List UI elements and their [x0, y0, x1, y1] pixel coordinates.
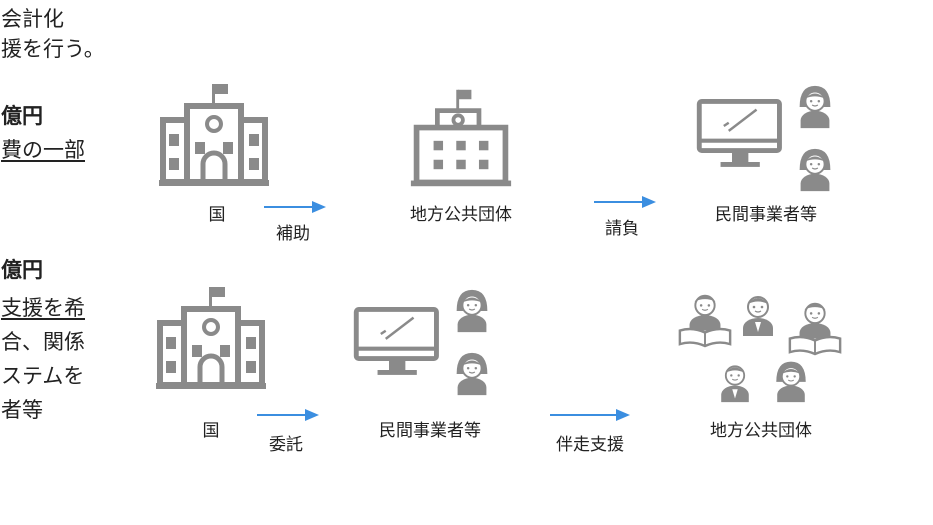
left-text-fragment-1: 会計化: [1, 7, 64, 31]
building-office-icon: [405, 86, 517, 190]
left-text-fragment-7: 合、関係: [1, 330, 85, 354]
person-female-icon: [791, 82, 839, 130]
node-label-country: 国: [202, 421, 220, 441]
person-female-icon: [768, 358, 814, 404]
person-female-icon: [791, 145, 839, 193]
person-male-icon: [733, 288, 783, 338]
arrow-right-icon: [257, 409, 319, 421]
arrow-right-icon: [550, 409, 630, 421]
arrow-label-contract: 請負: [605, 219, 639, 239]
person-male-icon: [712, 358, 758, 404]
arrow-right-icon: [594, 196, 656, 208]
left-text-fragment-9: 者等: [1, 398, 43, 422]
node-label-local-government: 地方公共団体: [410, 205, 512, 225]
person-reading-icon: [786, 296, 844, 356]
left-text-fragment-5: 億円: [1, 258, 43, 282]
monitor-icon: [353, 306, 443, 380]
person-female-icon: [448, 349, 496, 397]
left-text-fragment-4: 費の一部: [1, 138, 85, 162]
left-text-fragment-6: 支援を希: [1, 296, 85, 320]
person-reading-icon: [676, 288, 734, 348]
arrow-label-subsidy: 補助: [276, 224, 310, 244]
person-female-icon: [448, 286, 496, 334]
left-text-fragment-8: ステムを: [1, 364, 85, 388]
left-text-fragment-3: 億円: [1, 104, 43, 128]
arrow-label-commission: 委託: [269, 435, 303, 455]
node-label-private-business: 民間事業者等: [715, 205, 817, 225]
building-tower-icon: [158, 80, 270, 190]
monitor-icon: [696, 98, 786, 172]
node-label-country: 国: [208, 205, 226, 225]
arrow-right-icon: [264, 201, 326, 213]
arrow-label-support: 伴走支援: [556, 435, 624, 455]
node-label-local-government: 地方公共団体: [710, 421, 812, 441]
left-text-fragment-2: 援を行う。: [1, 37, 105, 61]
building-tower-icon: [155, 283, 267, 393]
node-label-private-business: 民間事業者等: [379, 421, 481, 441]
